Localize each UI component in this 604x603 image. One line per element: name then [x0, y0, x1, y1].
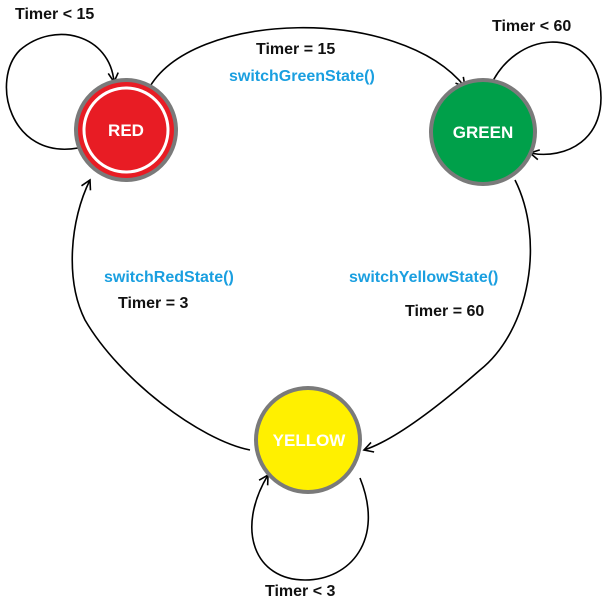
state-green-circle — [429, 78, 537, 186]
green-to-yellow-action: switchYellowState() — [349, 269, 498, 286]
red-to-green-arrow — [147, 26, 467, 91]
yellow-to-red-condition: Timer = 3 — [118, 295, 189, 312]
green-self-condition: Timer < 60 — [492, 18, 571, 35]
green-to-yellow-condition: Timer = 60 — [405, 303, 484, 320]
yellow-self-loop-arrow — [251, 473, 370, 581]
state-red-circle — [74, 78, 178, 182]
green-self-loop-arrow — [489, 41, 602, 161]
yellow-to-red-arrow — [71, 178, 251, 451]
yellow-to-red-action: switchRedState() — [104, 269, 234, 286]
state-red-label: RED — [108, 121, 144, 140]
green-to-yellow-arrow — [362, 179, 532, 453]
red-self-condition: Timer < 15 — [15, 6, 94, 23]
state-yellow: YELLOW — [254, 386, 362, 494]
state-yellow-label: YELLOW — [273, 431, 347, 450]
state-red: RED — [74, 78, 178, 182]
state-green: GREEN — [429, 78, 537, 186]
red-to-green-action: switchGreenState() — [229, 68, 375, 85]
yellow-self-condition: Timer < 3 — [265, 583, 336, 600]
red-to-green-condition: Timer = 15 — [256, 41, 335, 58]
red-self-loop-arrow — [5, 33, 119, 151]
state-red-inner-ring — [82, 86, 170, 174]
state-green-label: GREEN — [453, 123, 513, 142]
state-yellow-circle — [254, 386, 362, 494]
